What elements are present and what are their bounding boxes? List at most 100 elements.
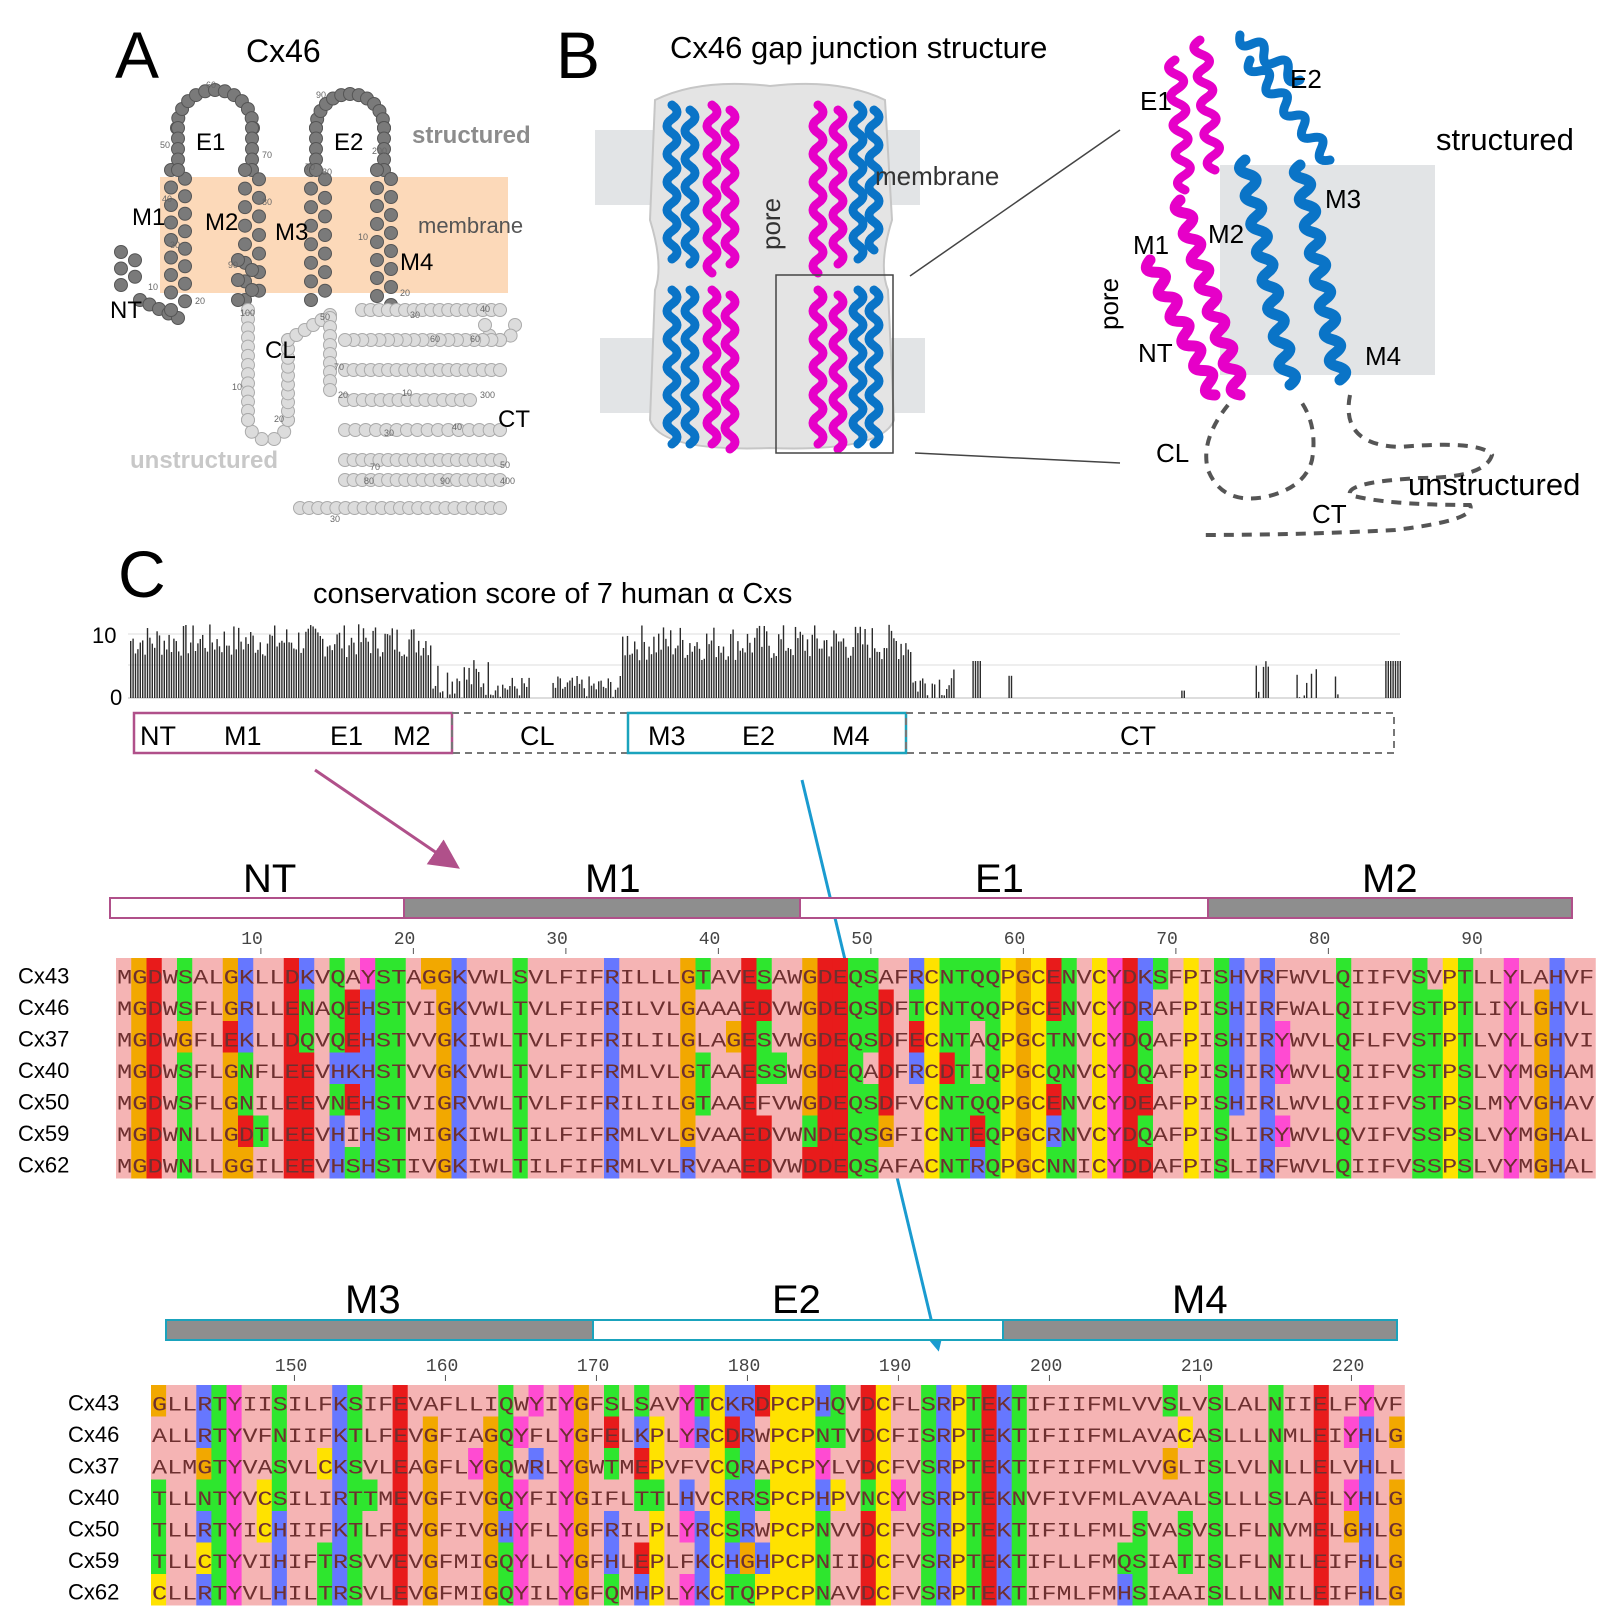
sequence-name: Cx50 — [18, 1090, 69, 1115]
conservation-bar — [910, 652, 912, 698]
residue-cell — [619, 989, 635, 1021]
residue-cell — [483, 1385, 499, 1417]
residue-cell — [1223, 1542, 1239, 1574]
residue-cell — [573, 1574, 590, 1606]
conservation-bar — [636, 649, 638, 698]
residue-cell — [830, 1448, 847, 1480]
residue-cell — [1290, 1052, 1306, 1084]
residue-cell — [787, 1021, 803, 1053]
conservation-bar — [588, 676, 590, 698]
residue-number: 70 — [305, 162, 315, 172]
residue-cell — [649, 989, 666, 1021]
residue-cell — [543, 1115, 559, 1147]
conservation-bar — [826, 640, 828, 698]
conservation-bar — [703, 658, 705, 698]
conservation-bar — [756, 628, 758, 698]
residue-cell — [256, 1385, 273, 1417]
residue-cell — [588, 1542, 605, 1574]
residue-cell — [1458, 1021, 1474, 1053]
residue-cell — [770, 1416, 786, 1448]
residue-cell — [1427, 989, 1444, 1021]
conservation-bar — [245, 637, 247, 698]
residue-cell — [1132, 1479, 1149, 1511]
residue-cell — [1107, 989, 1123, 1021]
domain-bar-nt — [109, 897, 405, 919]
region-ct: CT — [1120, 721, 1156, 751]
sequence-name: Cx59 — [18, 1121, 69, 1146]
conservation-bar — [235, 649, 237, 698]
residue-cell — [543, 1416, 560, 1448]
residue-cell — [787, 1052, 803, 1084]
residue-cell — [1534, 989, 1550, 1021]
residue-cell — [362, 1385, 378, 1417]
residue-cell — [317, 1448, 333, 1480]
residue-cell — [1427, 1021, 1444, 1053]
residue-cell — [238, 989, 254, 1021]
residue-cell — [268, 1147, 285, 1179]
residue-cell — [1351, 1021, 1367, 1053]
residue-cell — [890, 1416, 907, 1448]
residue-cell — [604, 1416, 620, 1448]
residue-cell — [512, 989, 529, 1021]
residue-cell — [1442, 1052, 1459, 1084]
conservation-bar — [468, 667, 470, 698]
residue-cell — [527, 1115, 544, 1147]
residue-bead — [384, 208, 398, 222]
conservation-bar — [900, 643, 902, 698]
residue-cell — [543, 1084, 559, 1116]
residue-cell — [619, 1115, 635, 1147]
residue-cell — [1153, 989, 1169, 1021]
residue-cell — [131, 1147, 147, 1179]
zoom-line-bottom — [914, 452, 1121, 464]
residue-cell — [390, 1115, 407, 1147]
panel-a: A Cx46 605070403080901001020902008070102… — [110, 18, 531, 524]
conservation-bar — [358, 624, 360, 698]
residue-cell — [392, 1574, 409, 1606]
conservation-bar — [499, 696, 501, 698]
residue-cell — [741, 1021, 757, 1053]
residue-cell — [787, 958, 803, 990]
residue-cell — [1503, 1147, 1520, 1179]
residue-cell — [1198, 1084, 1215, 1116]
residue-cell — [377, 1511, 394, 1543]
residue-cell — [604, 1479, 620, 1511]
residue-cell — [710, 1084, 727, 1116]
residue-cell — [268, 958, 285, 990]
residue-cell — [878, 1084, 895, 1116]
residue-cell — [924, 958, 940, 990]
residue-cell — [1198, 1021, 1215, 1053]
residue-bead — [493, 423, 507, 437]
residue-cell — [1458, 1084, 1474, 1116]
residue-cell — [1137, 1052, 1154, 1084]
residue-cell — [619, 1021, 635, 1053]
conservation-bar — [298, 632, 300, 698]
conservation-bar — [182, 626, 185, 698]
residue-cell — [226, 1574, 243, 1606]
residue-cell — [1087, 1479, 1103, 1511]
residue-cell — [845, 1416, 862, 1448]
residue-cell — [482, 958, 498, 990]
sequence-name: Cx43 — [68, 1391, 119, 1416]
residue-cell — [739, 1574, 756, 1606]
residue-cell — [815, 1416, 831, 1448]
residue-cell — [1192, 1416, 1209, 1448]
residue-cell — [558, 1574, 575, 1606]
residue-cell — [1107, 1084, 1123, 1116]
residue-cell — [1122, 958, 1139, 990]
residue-bead — [384, 172, 398, 186]
conservation-bar — [720, 652, 722, 698]
conservation-bar — [506, 689, 509, 698]
sequence-text: MGDWSFLGRLLENAQEHSTVIGKVWLTVLFIFRILVLGAA… — [117, 999, 1594, 1022]
residue-cell — [181, 1574, 197, 1606]
residue-cell — [1503, 1084, 1520, 1116]
conservation-bar — [797, 638, 799, 698]
residue-cell — [362, 1416, 378, 1448]
conservation-bar — [430, 645, 432, 698]
residue-cell — [421, 1115, 437, 1147]
residue-cell — [709, 1448, 726, 1480]
residue-cell — [1198, 989, 1215, 1021]
conservation-bar — [751, 652, 753, 698]
residue-cell — [1061, 1084, 1078, 1116]
residue-bead — [318, 246, 332, 261]
